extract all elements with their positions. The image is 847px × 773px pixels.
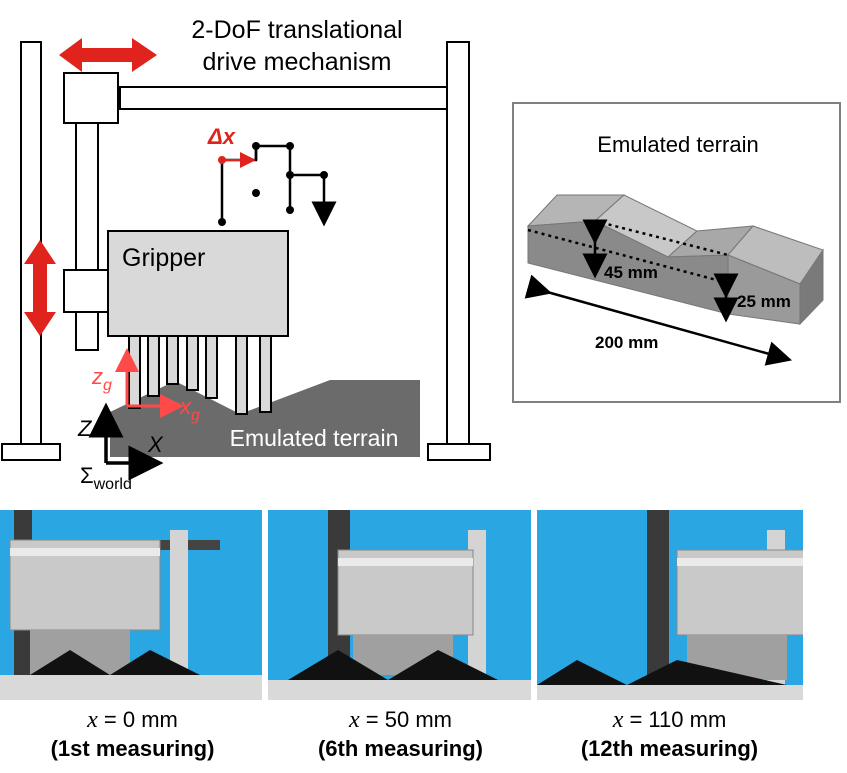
gripper-label: Gripper — [122, 244, 205, 272]
inset-terrain-right — [799, 248, 824, 326]
horizontal-motion-arrow — [59, 38, 157, 72]
caption-6-position: x = 50 mm — [349, 707, 452, 733]
delta-x-label: Δx — [207, 124, 236, 149]
terrain-label: Emulated terrain — [230, 425, 399, 451]
inset-height-peak: 45 mm — [604, 263, 658, 282]
terrain-inset: Emulated terrain 45 mm 25 mm 200 mm — [512, 102, 841, 403]
zg-label: zg — [91, 364, 112, 394]
caption-12-position: x = 110 mm — [612, 707, 727, 733]
caption-6: x = 50 mm (6th measuring) — [268, 706, 533, 764]
inset-title: Emulated terrain — [597, 132, 758, 157]
photo-measurement-12 — [537, 510, 803, 700]
world-frame-label: Σworld — [80, 463, 132, 493]
caption-12-step: (12th measuring) — [580, 736, 759, 761]
gripper-pins — [128, 335, 272, 415]
frame — [1, 41, 491, 461]
measurement-trajectory — [220, 144, 337, 227]
gripper-frame-axes — [115, 348, 184, 418]
caption-1: x = 0 mm (1st measuring) — [0, 706, 265, 764]
inset-length: 200 mm — [595, 333, 658, 352]
vertical-motion-arrow — [24, 240, 56, 336]
world-frame-axes — [88, 402, 164, 481]
caption-6-step: (6th measuring) — [317, 736, 484, 761]
mechanism-title-line2: drive mechanism — [203, 48, 392, 76]
trajectory-points — [218, 142, 328, 226]
mechanism-title-line1: 2-DoF translational — [191, 16, 402, 44]
caption-12: x = 110 mm (12th measuring) — [537, 706, 802, 764]
photo-measurement-1 — [0, 510, 262, 700]
xg-label: xg — [179, 394, 200, 424]
caption-1-step: (1st measuring) — [50, 736, 215, 761]
terrain-shape — [110, 380, 420, 457]
inset-height-base: 25 mm — [737, 292, 791, 311]
world-x-label: X — [147, 432, 164, 457]
photo-measurement-6 — [268, 510, 531, 700]
gripper-body — [107, 230, 289, 337]
world-z-label: Z — [77, 416, 93, 441]
caption-1-position: x = 0 mm — [87, 707, 178, 733]
